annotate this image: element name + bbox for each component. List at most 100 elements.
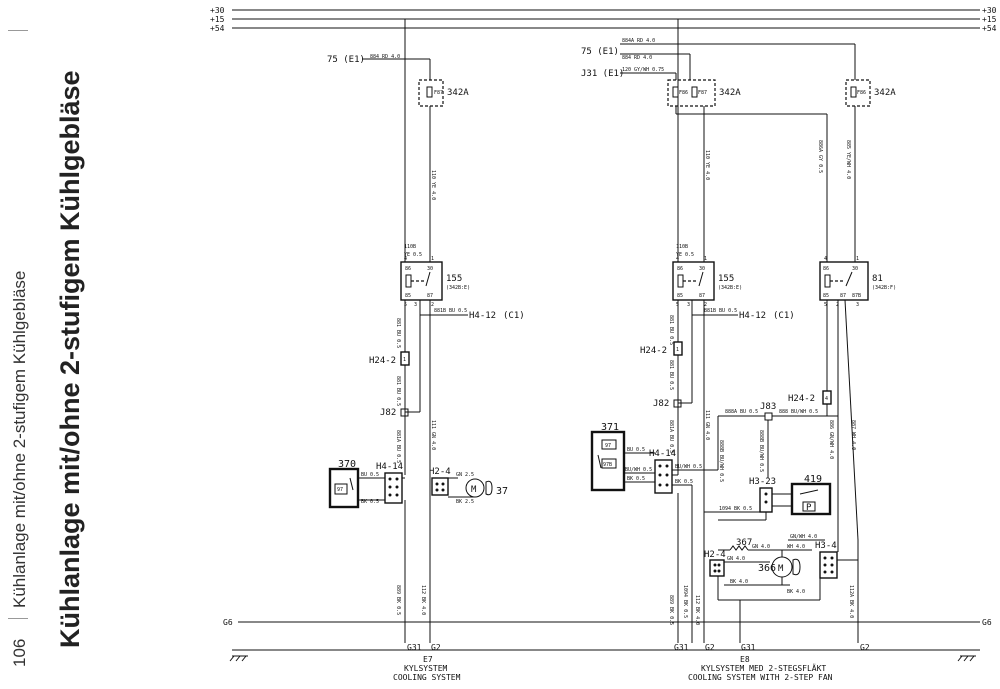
left-ref-label: H4-12 <box>469 311 496 321</box>
right-relay1-p86: 86 <box>677 266 683 272</box>
right-conn-h414-label: H4-14 <box>649 449 676 459</box>
left-relay-p30: 30 <box>427 266 433 272</box>
right-fan-label: 366 <box>758 563 776 574</box>
right-s2-wire: 120 GY/WH 0.75 <box>622 67 664 73</box>
left-switch-inner-box <box>334 483 348 495</box>
rail-15-label-right: +15 <box>982 15 997 24</box>
right-switch-w3: BK 0.5 <box>627 476 645 482</box>
right-wire-110: 110 YE 4.0 <box>704 150 710 180</box>
left-fan-motor-icon <box>465 478 485 498</box>
right-pswitch-contact-icon <box>799 489 819 495</box>
sidebar-rule-bottom <box>8 618 28 619</box>
right-fuse-c-icon <box>850 86 857 98</box>
right-relay-81 <box>819 261 869 301</box>
left-ref-note: (C1) <box>503 311 525 321</box>
ground-rail-label: G6 <box>223 618 233 627</box>
left-relay-label: 155 <box>446 274 462 284</box>
right-fuse-box-1-label: 342A <box>719 88 741 98</box>
right-switch-w4: BU/WH 0.5 <box>675 464 702 470</box>
right-relay2-contact-icon <box>845 271 853 287</box>
left-switch-w2: BK 0.5 <box>361 499 379 505</box>
right-motor-wire-1: WH 4.0 <box>787 544 805 550</box>
right-switch-b: 97B <box>603 462 612 468</box>
right-fuse-a-icon <box>672 86 679 98</box>
left-fuse-out-wire: 110 YE 4.0 <box>430 170 436 200</box>
right-relay1-in-num: 110B <box>676 244 688 250</box>
right-wire-888: 888 BU/WH 0.5 <box>779 409 818 415</box>
right-conn-h24b-label: H2-4 <box>704 550 726 560</box>
left-circuit-code: E7 <box>423 655 433 664</box>
page-sidebar: 106 Kühlanlage mit/ohne 2-stufigem Kühlg… <box>0 0 150 689</box>
left-wire-881: 881 BU 0.5 <box>395 318 401 348</box>
left-relay-n3: 3 <box>414 302 417 308</box>
left-supply-label: 75 (E1) <box>327 55 365 65</box>
right-pswitch-p-box <box>802 501 816 512</box>
right-s1-wire1: 884A RD 4.0 <box>622 38 655 44</box>
right-switch-label: 371 <box>601 422 619 433</box>
right-relay1-n1: 1 <box>704 256 707 262</box>
right-relay1-n2: 2 <box>704 302 707 308</box>
right-relay1-sub: (342B:E) <box>718 285 742 291</box>
right-pswitch-label: 419 <box>804 474 822 485</box>
rail-15-label: +15 <box>210 15 225 24</box>
right-wire-111: 111 GN 4.0 <box>704 410 710 440</box>
right-conn-h24-label: H24-2 <box>640 346 667 356</box>
left-conn-h414 <box>384 472 403 504</box>
chassis-ground-left-icon <box>229 655 248 662</box>
left-fan-w1: GN 2.5 <box>456 472 474 478</box>
right-motor-wire-3: BK 4.0 <box>787 589 805 595</box>
right-wire-881: 881 BU 0.5 <box>668 315 674 345</box>
right-relay2-n5: 5 <box>824 302 827 308</box>
right-h24b-wire: GN 4.0 <box>727 556 745 562</box>
left-relay-contact-icon <box>425 271 431 287</box>
chassis-ground-right-icon <box>957 655 976 662</box>
left-ref-wire: 881B BU 0.5 <box>434 308 467 314</box>
right-relay2-label: 81 <box>872 274 883 284</box>
right-pswitch-p: P <box>806 503 812 513</box>
right-conn-h323-label: H3-23 <box>749 477 776 487</box>
right-relay1-n3: 3 <box>687 302 690 308</box>
right-pressure-switch-419 <box>790 482 832 516</box>
right-relay2-p85: 85 <box>823 293 829 299</box>
right-relay2-p87b: 87B <box>852 293 861 299</box>
left-fuse-box-label: 342A <box>447 88 469 98</box>
right-wire-1094: 1094 BK 0.5 <box>719 506 752 512</box>
right-relay2-p30: 30 <box>852 266 858 272</box>
right-ground-g31: G31 <box>674 643 689 652</box>
left-fuse-name: F87 <box>434 90 443 96</box>
left-circuit-label-1: KYLSYSTEM <box>404 664 448 673</box>
right-relay2-n3: 3 <box>856 302 859 308</box>
left-fan-blade-icon <box>485 480 493 496</box>
right-ground-g31-b: G31 <box>741 643 756 652</box>
right-switch-a-box <box>601 439 617 450</box>
ground-rail-label-right: G6 <box>982 618 992 627</box>
left-relay-n4: 4 <box>404 256 407 262</box>
left-circuit-label-2: COOLING SYSTEM <box>393 673 461 682</box>
right-junction1-label: J82 <box>653 399 669 409</box>
left-ground-g31: G31 <box>407 643 422 652</box>
right-relay2-n1: 1 <box>856 256 859 262</box>
right-ref-wire: 881B BU 0.5 <box>704 308 737 314</box>
right-switch-a: 97 <box>605 443 611 449</box>
rail-30-label-right: +30 <box>982 6 997 15</box>
right-s2-label: J31 (E1) <box>581 69 624 79</box>
left-conn-h24-label: H24-2 <box>369 356 396 366</box>
right-fan-blade-icon <box>792 558 801 576</box>
right-ref-label: H4-12 <box>739 311 766 321</box>
left-switch-370 <box>328 467 360 509</box>
right-fuse-b-icon <box>691 86 698 98</box>
right-relay2-p86: 86 <box>823 266 829 272</box>
right-motor-wire-4: BK 4.0 <box>730 579 748 585</box>
left-fuse-icon <box>426 86 433 98</box>
right-conn-h24r-label: H24-2 <box>788 394 815 404</box>
right-switch-b-box <box>601 458 617 469</box>
rail-54-label-right: +54 <box>982 24 997 33</box>
right-switch-w5: BK 0.5 <box>675 479 693 485</box>
right-wire-885: 885 YE/WH 4.0 <box>845 140 851 179</box>
right-fuse-box-2 <box>845 79 871 107</box>
left-motor-symbol: M <box>471 485 477 495</box>
left-wire-881-lower: 881 BU 0.5 <box>395 376 401 406</box>
left-switch-inner: 97 <box>337 487 343 493</box>
right-fuse-box-2-label: 342A <box>874 88 896 98</box>
left-relay-n5: 5 <box>404 302 407 308</box>
